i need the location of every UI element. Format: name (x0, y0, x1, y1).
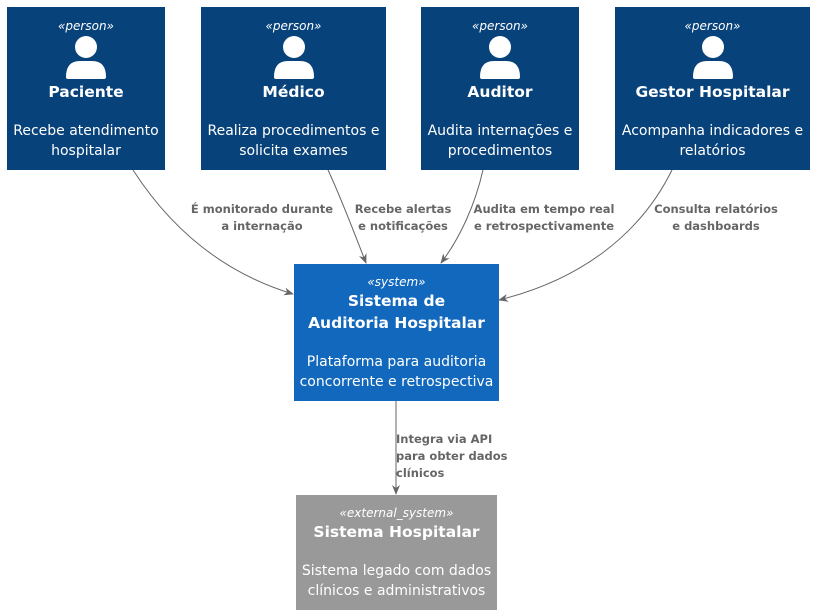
person-stereotype: «person» (472, 19, 528, 33)
person-medico: «person» Médico Realiza procedimentos e … (201, 7, 386, 170)
person-stereotype: «person» (58, 19, 114, 33)
person-description: Audita internações e procedimentos (427, 123, 573, 159)
person-paciente: «person» Paciente Recebe atendimento hos… (7, 7, 165, 170)
external-system-name: Sistema Hospitalar (313, 523, 480, 541)
arrow-medico-to-system (327, 169, 367, 264)
arrow-paciente-to-system (132, 169, 294, 296)
system-name: Sistema de Auditoria Hospitalar (308, 292, 485, 332)
person-name: Médico (262, 83, 325, 101)
person-icon (273, 36, 314, 79)
person-description: Acompanha indicadores e relatórios (621, 123, 804, 159)
relation-label-gestor: Consulta relatórios e dashboards (654, 202, 778, 233)
person-icon (480, 36, 520, 79)
person-gestor-hospitalar: «person» Gestor Hospitalar Acompanha ind… (615, 7, 810, 170)
relation-label-paciente: É monitorado durante a internação (190, 202, 334, 233)
person-stereotype: «person» (265, 19, 322, 33)
person-description: Realiza procedimentos e solicita exames (207, 123, 380, 159)
person-icon (692, 36, 733, 79)
arrow-auditor-to-system (440, 169, 484, 264)
relation-label-medico: Recebe alertas e notificações (354, 202, 452, 233)
relation-label-integration: Integra via API para obter dados clínico… (396, 432, 508, 480)
external-system-stereotype: «external_system» (339, 506, 454, 520)
person-name: Auditor (467, 83, 533, 101)
person-auditor: «person» Auditor Audita internações e pr… (421, 7, 579, 170)
relation-label-auditor: Audita em tempo real e retrospectivament… (473, 202, 615, 233)
external-system-description: Sistema legado com dados clínicos e admi… (301, 563, 492, 599)
system-auditoria-hospitalar: «system» Sistema de Auditoria Hospitalar… (294, 264, 499, 401)
person-stereotype: «person» (684, 19, 741, 33)
person-name: Paciente (48, 83, 124, 101)
external-system-hospitalar: «external_system» Sistema Hospitalar Sis… (296, 495, 497, 610)
person-name: Gestor Hospitalar (635, 83, 790, 101)
person-description: Recebe atendimento hospitalar (13, 123, 159, 159)
arrow-gestor-to-system (498, 169, 673, 302)
system-stereotype: «system» (367, 275, 426, 289)
system-description: Plataforma para auditoria concorrente e … (299, 354, 494, 390)
person-icon (66, 36, 106, 79)
